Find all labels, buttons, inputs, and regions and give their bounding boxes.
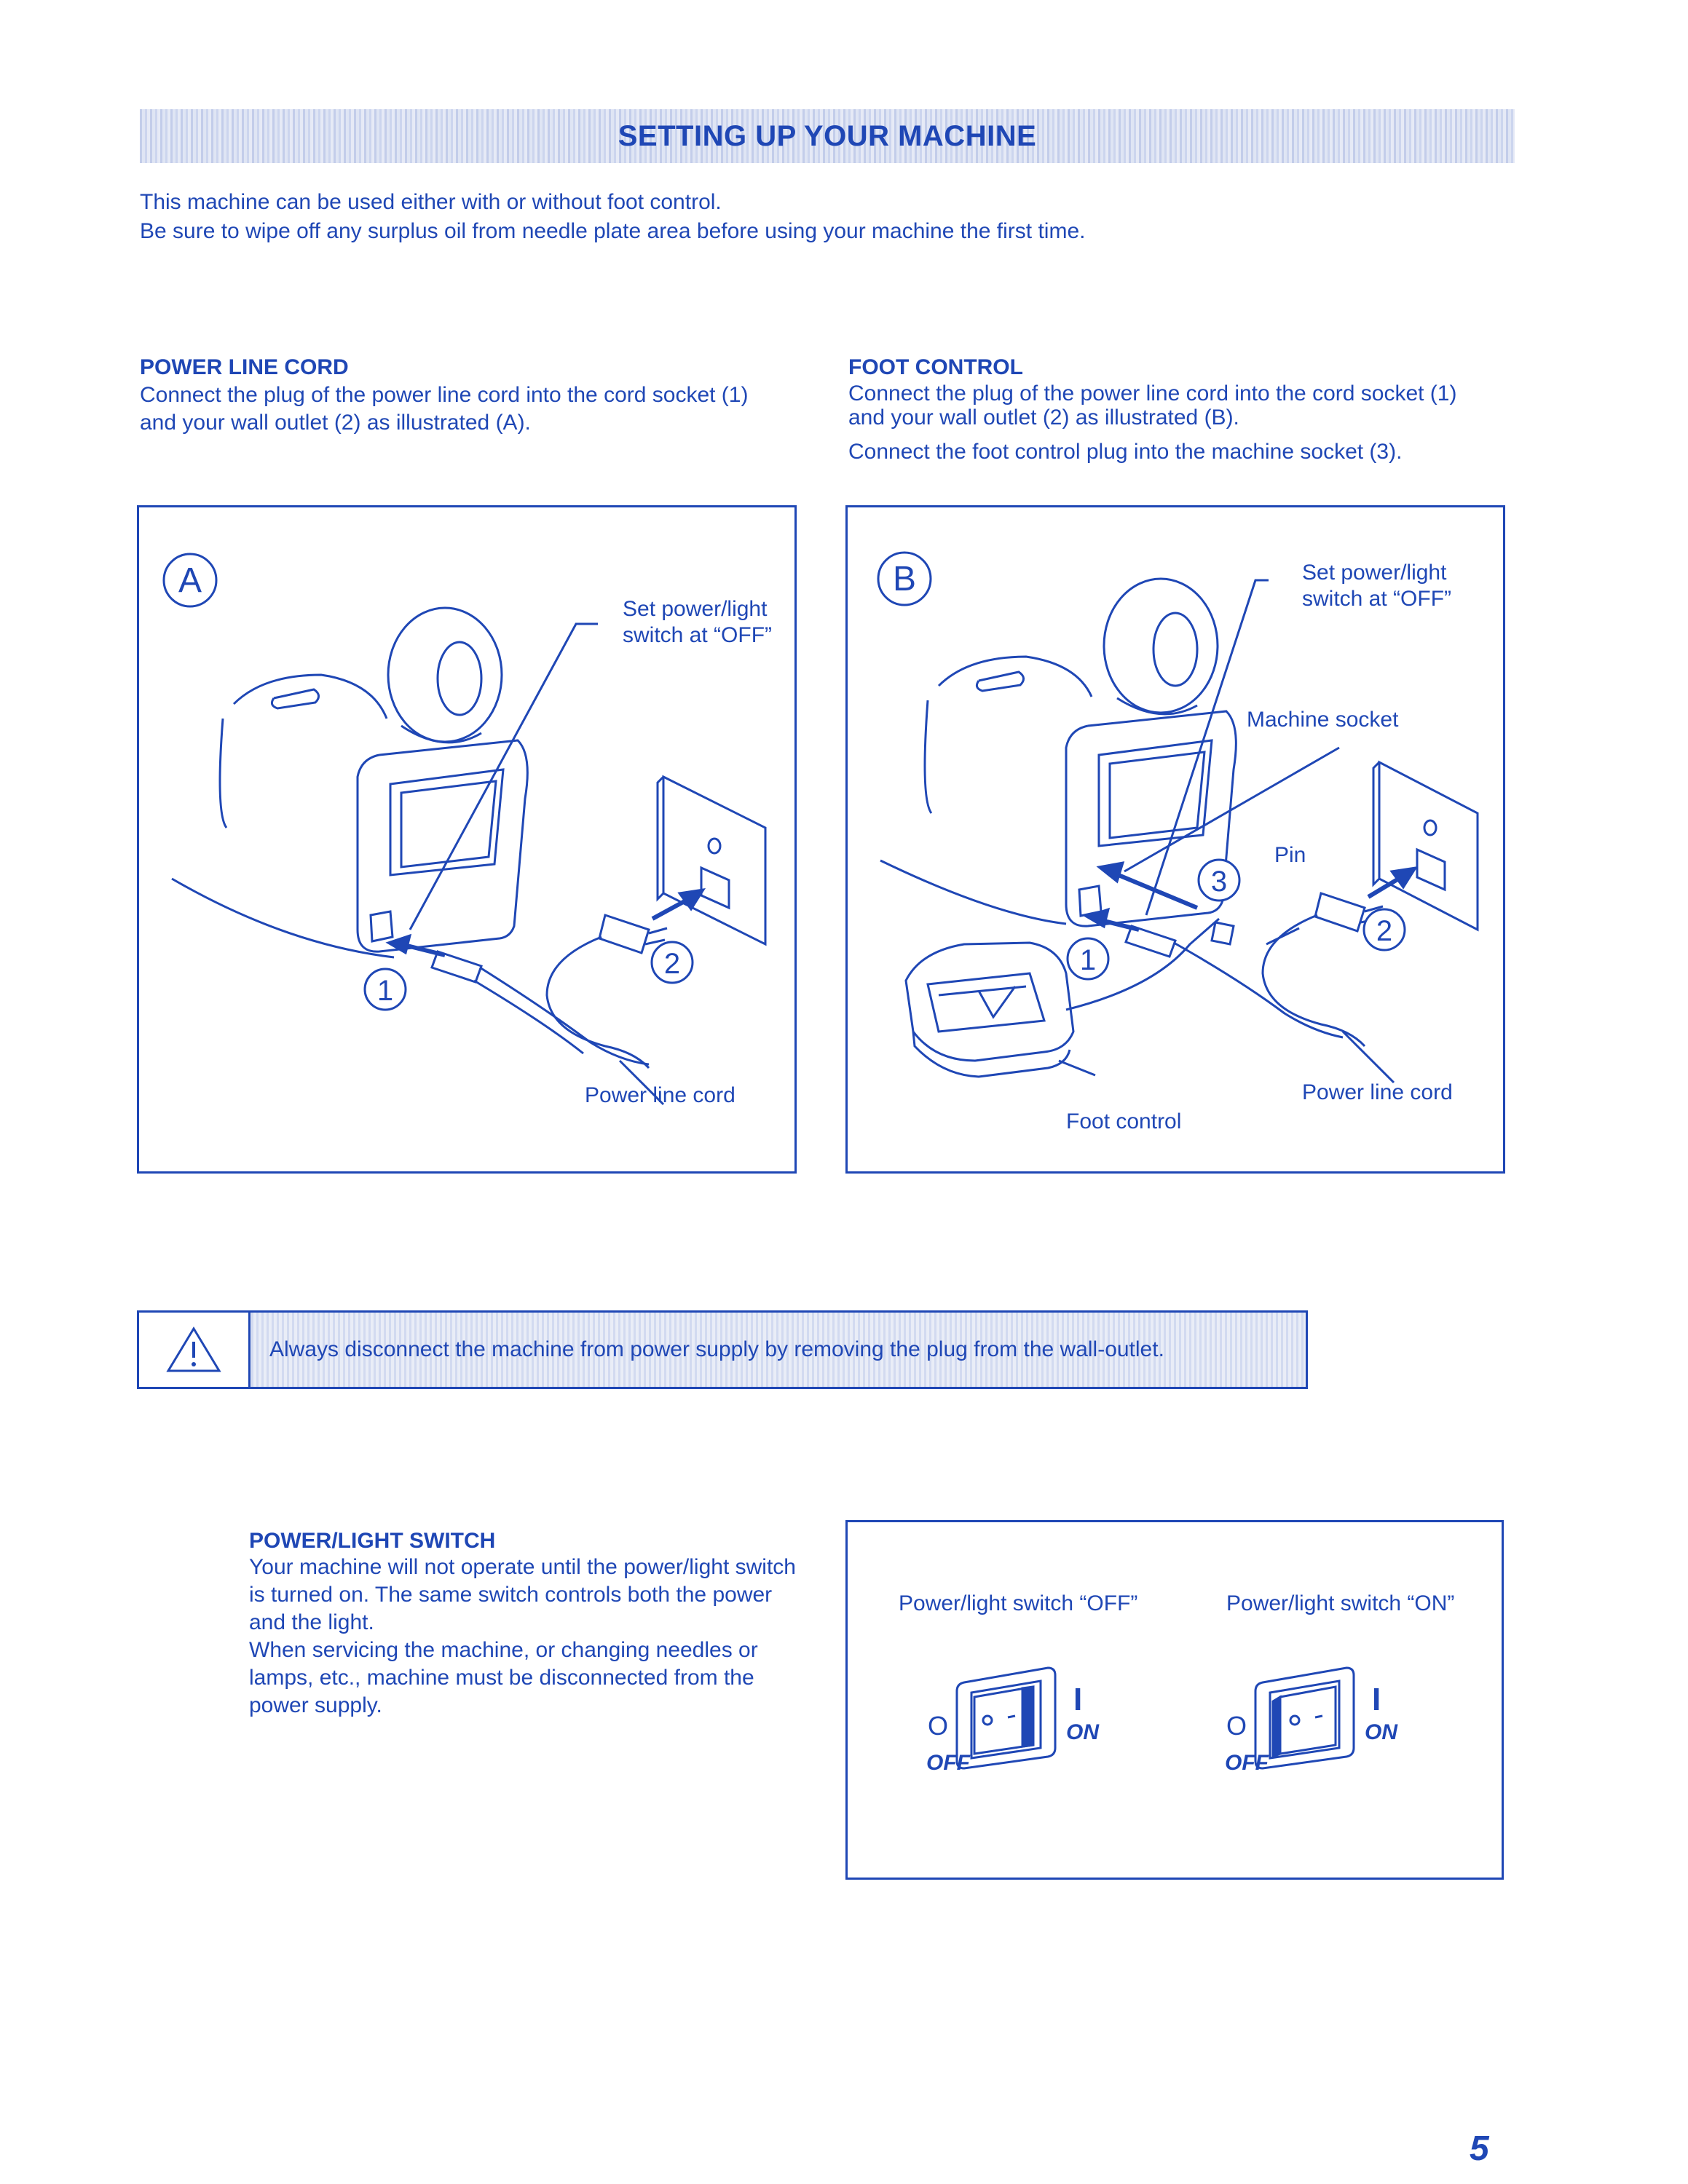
figure-a-switch-label: Set power/light switch at “OFF” <box>623 596 772 649</box>
figure-b-marker-1: 1 <box>1080 944 1096 976</box>
figure-a-letter: A <box>178 561 202 600</box>
warning-text: Always disconnect the machine from power… <box>269 1337 1164 1361</box>
power-switch-line-1: Your machine will not operate until the … <box>249 1555 796 1579</box>
power-line-cord-text-2: and your wall outlet (2) as illustrated … <box>140 411 531 435</box>
figure-a-letter-circle <box>162 553 218 608</box>
power-switch-heading: POWER/LIGHT SWITCH <box>249 1529 496 1553</box>
warning-box: Always disconnect the machine from power… <box>137 1310 1308 1389</box>
power-switch-line-2: is turned on. The same switch controls b… <box>249 1583 773 1607</box>
switch-on-word-off: OFF <box>1225 1751 1269 1775</box>
figure-b: B 1 2 3 Set power/light switch at “OFF” … <box>845 505 1505 1174</box>
figure-b-switch-label-line-2: switch at “OFF” <box>1302 587 1452 611</box>
power-line-cord-section: POWER LINE CORD Connect the plug of the … <box>140 355 810 437</box>
figure-a-marker-2-circle <box>650 941 694 984</box>
figure-b-pin-label: Pin <box>1274 843 1306 867</box>
switch-on-sym-on: I <box>1372 1682 1381 1717</box>
figure-b-switch-label: Set power/light switch at “OFF” <box>1302 560 1451 612</box>
foot-control-section: FOOT CONTROL Connect the plug of the pow… <box>848 355 1526 466</box>
figure-a: A 1 2 Set power/light switch at “OFF” Po… <box>137 505 797 1174</box>
intro-text: This machine can be used either with or … <box>140 188 1085 246</box>
figure-a-marker-1-circle <box>363 968 407 1011</box>
figure-b-letter-circle <box>877 551 932 606</box>
figure-b-cord-label: Power line cord <box>1302 1080 1453 1104</box>
figure-a-switch-label-line-2: switch at “OFF” <box>623 623 773 647</box>
intro-line-2: Be sure to wipe off any surplus oil from… <box>140 219 1086 243</box>
figure-b-marker-1-circle <box>1066 937 1110 981</box>
power-switch-line-6: power supply. <box>249 1693 382 1717</box>
figure-b-illustration: B 1 2 3 <box>877 551 1479 1084</box>
page-number: 5 <box>1470 2129 1489 2168</box>
figure-b-foot-control-label: Foot control <box>1066 1109 1182 1133</box>
figure-b-marker-3: 3 <box>1211 866 1227 898</box>
switch-on-caption: Power/light switch “ON” <box>1226 1591 1455 1615</box>
switch-figure: Power/light switch “OFF” Power/light swi… <box>845 1520 1504 1880</box>
figure-a-marker-1: 1 <box>377 975 393 1007</box>
intro-line-1: This machine can be used either with or … <box>140 190 722 214</box>
foot-control-text-1: Connect the plug of the power line cord … <box>848 381 1457 405</box>
foot-control-text-2: and your wall outlet (2) as illustrated … <box>848 405 1239 430</box>
switch-on-sym-off: O <box>1226 1711 1247 1741</box>
foot-control-heading: FOOT CONTROL <box>848 355 1023 379</box>
figure-b-letter: B <box>893 560 916 598</box>
switch-off-illustration: I ON O OFF <box>926 1666 1100 1775</box>
figure-b-marker-3-circle <box>1197 858 1241 902</box>
figure-a-cord-label: Power line cord <box>585 1083 735 1107</box>
figure-b-machine-socket-label: Machine socket <box>1247 708 1399 732</box>
switch-off-sym-off: O <box>928 1711 948 1741</box>
figure-a-illustration: A 1 2 <box>162 553 767 1106</box>
switch-off-word-on: ON <box>1066 1720 1100 1744</box>
power-line-cord-text-1: Connect the plug of the power line cord … <box>140 383 749 407</box>
figure-a-switch-label-line-1: Set power/light <box>623 597 768 621</box>
figure-b-switch-label-line-1: Set power/light <box>1302 561 1447 585</box>
switch-on-illustration: I ON O OFF <box>1225 1666 1398 1775</box>
warning-triangle-icon <box>139 1313 251 1387</box>
switch-off-sym-on: I <box>1073 1682 1082 1717</box>
power-switch-line-5: lamps, etc., machine must be disconnecte… <box>249 1666 754 1690</box>
power-switch-line-4: When servicing the machine, or changing … <box>249 1638 758 1662</box>
figure-a-marker-2: 2 <box>664 948 680 980</box>
switch-off-caption: Power/light switch “OFF” <box>899 1591 1138 1615</box>
foot-control-text-3: Connect the foot control plug into the m… <box>848 440 1403 464</box>
switch-off-word-off: OFF <box>926 1751 971 1775</box>
page-title: SETTING UP YOUR MACHINE <box>618 119 1037 152</box>
section-banner: SETTING UP YOUR MACHINE <box>140 109 1515 163</box>
power-line-cord-heading: POWER LINE CORD <box>140 355 349 379</box>
figure-b-marker-2: 2 <box>1376 915 1392 947</box>
power-switch-line-3: and the light. <box>249 1610 374 1634</box>
power-switch-section: POWER/LIGHT SWITCH Your machine will not… <box>249 1529 832 1720</box>
figure-b-marker-2-circle <box>1362 908 1406 951</box>
switch-on-word-on: ON <box>1365 1720 1398 1744</box>
